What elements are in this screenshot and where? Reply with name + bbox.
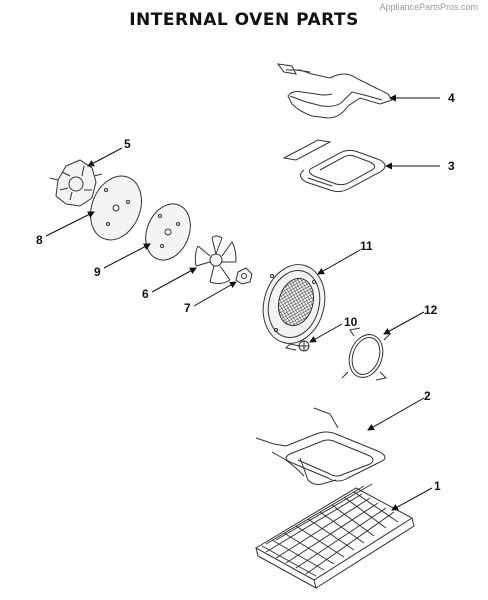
- callout-12: 12: [424, 303, 438, 317]
- convection-fan-cover[interactable]: [255, 258, 334, 351]
- bake-element[interactable]: [282, 139, 386, 193]
- page-title: INTERNAL OVEN PARTS: [129, 10, 359, 30]
- fan-insulation-disc[interactable]: [81, 168, 150, 247]
- callout-8: 8: [36, 233, 43, 247]
- leader-lines: [45, 94, 440, 511]
- convection-fan-blade[interactable]: [194, 235, 237, 285]
- callout-2: 2: [424, 389, 431, 403]
- callout-11: 11: [360, 239, 373, 253]
- watermark: AppliancePartsPros.com: [379, 2, 478, 12]
- convection-motor[interactable]: [49, 159, 103, 207]
- fan-nut[interactable]: [235, 267, 253, 285]
- callout-10: 10: [344, 315, 358, 329]
- fan-gasket[interactable]: [138, 197, 199, 267]
- callout-9: 9: [94, 265, 101, 279]
- callout-7: 7: [184, 301, 191, 315]
- callout-3: 3: [448, 159, 455, 173]
- hidden-bake-element[interactable]: [255, 407, 386, 485]
- broil-element[interactable]: [276, 63, 393, 119]
- callout-6: 6: [142, 287, 149, 301]
- oven-rack[interactable]: [254, 483, 415, 589]
- oven-sensor-screw[interactable]: [284, 340, 310, 352]
- element-bracket-ring[interactable]: [341, 327, 391, 382]
- callout-4: 4: [448, 91, 455, 105]
- callout-1: 1: [434, 479, 441, 493]
- callout-5: 5: [124, 137, 131, 151]
